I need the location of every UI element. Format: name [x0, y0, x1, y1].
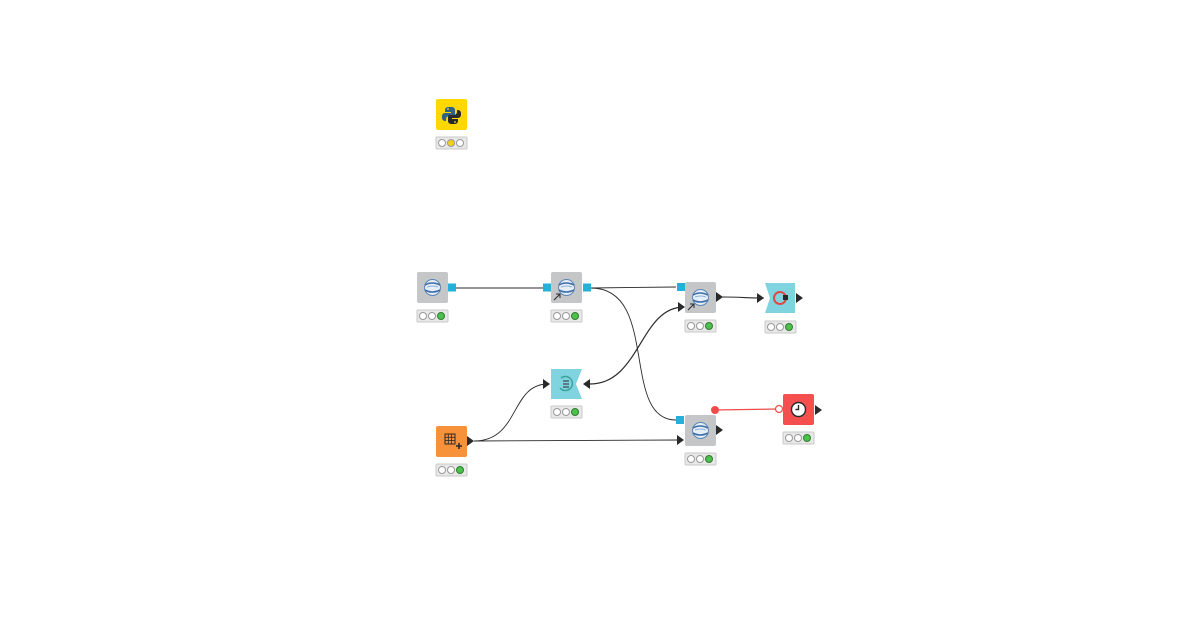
- loop-end-box[interactable]: [765, 283, 795, 313]
- globe-icon: [424, 279, 441, 296]
- db-output-port[interactable]: [448, 283, 456, 292]
- status-indicator: [764, 320, 797, 334]
- data-input-port[interactable]: [677, 435, 684, 445]
- node-wait[interactable]: [774, 394, 823, 445]
- node-loop-start[interactable]: [543, 369, 590, 419]
- status-indicator: [416, 309, 449, 323]
- status-indicator: [550, 405, 583, 419]
- data-output-port[interactable]: [467, 436, 474, 446]
- globe-icon: [692, 422, 709, 439]
- data-input-port[interactable]: [757, 293, 764, 303]
- node-python-script[interactable]: [435, 99, 468, 150]
- table-creator-icon: [444, 433, 462, 449]
- connection-creator-to-loopstart[interactable]: [473, 383, 549, 442]
- data-output-port[interactable]: [716, 292, 723, 302]
- node-loop-end[interactable]: [757, 283, 803, 334]
- flow-variable-connection[interactable]: [714, 408, 780, 411]
- connection-creator-to-writer[interactable]: [473, 439, 683, 442]
- data-output-port[interactable]: [815, 405, 822, 415]
- node-table-creator[interactable]: [435, 426, 474, 477]
- db-input-port[interactable]: [543, 283, 551, 292]
- data-input-port[interactable]: [543, 379, 550, 389]
- flow-variable-input-port[interactable]: [774, 404, 784, 414]
- status-indicator: [684, 319, 717, 333]
- node-db-query[interactable]: [677, 282, 723, 333]
- status-indicator: [550, 309, 583, 323]
- node-kafka-connector[interactable]: [416, 272, 456, 323]
- data-output-port[interactable]: [583, 379, 590, 389]
- arrow-out-icon: [553, 293, 561, 301]
- data-output-port[interactable]: [796, 293, 803, 303]
- globe-icon: [558, 279, 575, 296]
- connection-selector-to-query[interactable]: [590, 286, 677, 289]
- status-indicator: [782, 431, 815, 445]
- loop-end-icon: [773, 291, 788, 305]
- node-db-table-selector[interactable]: [543, 272, 591, 323]
- connection-selector-to-writer[interactable]: [590, 287, 677, 421]
- db-input-port[interactable]: [677, 283, 685, 291]
- db-output-port[interactable]: [583, 283, 591, 292]
- flow-variable-port[interactable]: [711, 406, 719, 414]
- data-output-port[interactable]: [716, 425, 723, 435]
- globe-icon: [692, 289, 709, 306]
- python-icon: [442, 107, 461, 124]
- connection-loopstart-to-query[interactable]: [589, 306, 685, 385]
- status-indicator: [435, 463, 468, 477]
- clock-icon: [790, 401, 807, 418]
- status-indicator: [684, 452, 717, 466]
- loop-start-icon: [559, 375, 574, 392]
- db-input-port[interactable]: [676, 416, 684, 424]
- data-input-port[interactable]: [678, 302, 685, 312]
- arrow-out-icon: [687, 303, 695, 311]
- status-indicator: [435, 136, 468, 150]
- node-db-writer[interactable]: [676, 406, 723, 466]
